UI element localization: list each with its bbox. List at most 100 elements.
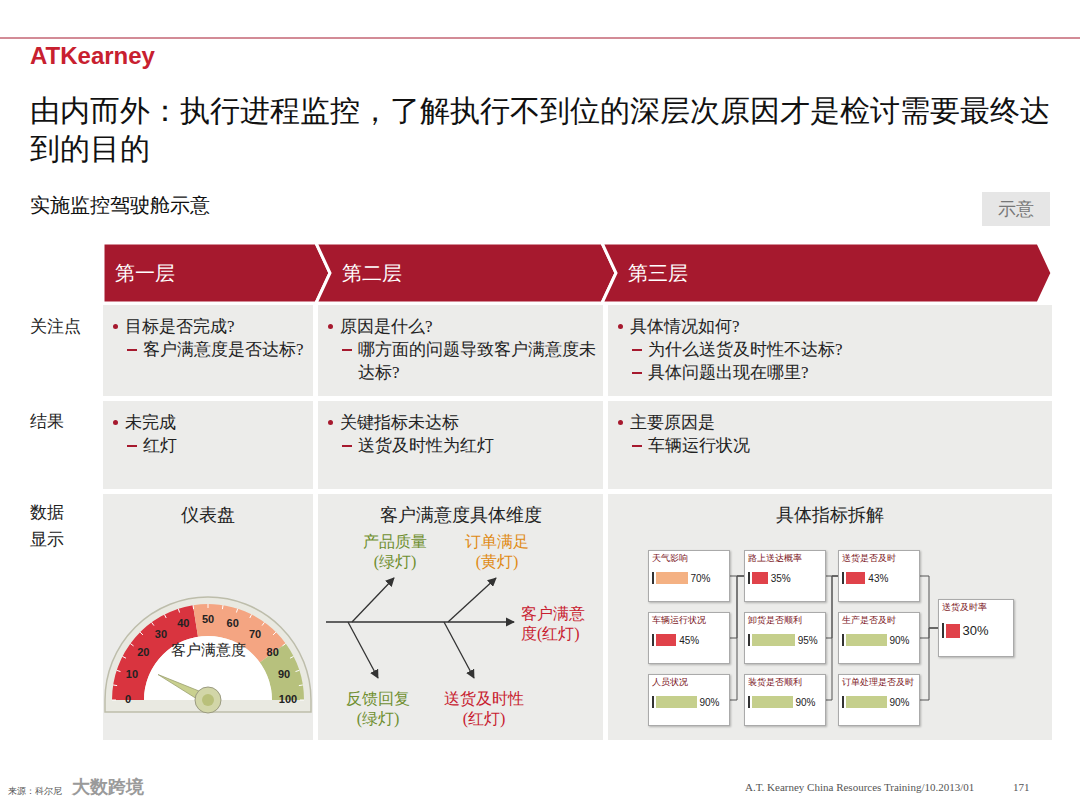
metric-bar	[656, 634, 676, 646]
gauge-tick	[130, 644, 133, 646]
cell-text: 车辆运行状况	[648, 436, 750, 455]
fishbone-cause: 反馈回复 (绿灯)	[340, 689, 416, 729]
metric-bar	[846, 634, 887, 646]
cell-text: 客户满意度是否达标?	[143, 340, 304, 359]
gauge-label: 客户满意度	[171, 641, 246, 660]
fishbone-spine	[326, 621, 514, 622]
metric-name: 路上送达概率	[748, 553, 822, 564]
metric-bar-row: 90%	[652, 696, 726, 708]
content-cell: 主要原因是车辆运行状况	[608, 401, 1052, 489]
gauge-tick	[112, 700, 116, 701]
cell-text: 主要原因是	[630, 413, 715, 432]
metric-value: 70%	[691, 573, 711, 584]
bullet-dot	[328, 324, 333, 329]
watermark: 大数跨境	[72, 776, 144, 799]
connector-line	[920, 628, 938, 700]
gauge-tick	[273, 632, 276, 635]
metric-value: 30%	[963, 623, 989, 638]
gauge-hub-center	[202, 694, 214, 706]
cell-text: 送货及时性为红灯	[358, 436, 494, 455]
gauge-scale-number: 60	[227, 617, 239, 631]
metric-bar-row: 70%	[652, 572, 726, 584]
logo: ATKearney	[30, 41, 155, 71]
chevron-fill	[103, 243, 330, 303]
layer-header-band: 第二层	[316, 243, 616, 303]
connector-line	[826, 576, 838, 700]
bullet-row: 原因是什么?	[318, 315, 597, 338]
gauge-tick	[178, 609, 179, 613]
bullet-dash	[127, 349, 137, 351]
metric-bar-row: 90%	[842, 634, 916, 646]
gauge-tick	[222, 605, 224, 609]
connector-line	[920, 576, 938, 628]
gauge-tick	[282, 644, 285, 646]
bullet-row: 为什么送货及时性不达标?	[608, 338, 1046, 361]
bullet-row: 车辆运行状况	[608, 434, 1046, 457]
bullet-dash	[632, 372, 642, 374]
metric-box: 卸货是否顺利95%	[744, 612, 826, 664]
bullet-row: 关键指标未达标	[318, 411, 597, 434]
subtitle: 实施监控驾驶舱示意	[30, 193, 210, 218]
cell-text: 目标是否完成?	[125, 317, 235, 336]
gauge-scale-number: 40	[177, 617, 189, 631]
bullet-dash	[632, 445, 642, 447]
metric-box: 人员状况90%	[648, 674, 730, 726]
cell-text: 关键指标未达标	[340, 413, 459, 432]
metric-name: 车辆运行状况	[652, 615, 726, 626]
bullet-dot	[618, 420, 623, 425]
metric-value: 43%	[868, 573, 888, 584]
fishbone-cause: 送货及时性 (红灯)	[439, 689, 529, 729]
gauge-scale-number: 20	[137, 646, 149, 660]
layer-title: 第一层	[103, 260, 175, 287]
metric-name: 天气影响	[652, 553, 726, 564]
page-number: 171	[1013, 781, 1030, 795]
fishbone-bone	[448, 578, 496, 622]
metric-box: 送货及时率30%	[938, 599, 1014, 657]
gauge-tick	[122, 656, 126, 658]
chevron-fill	[602, 243, 1052, 303]
metric-box: 装货是否顺利90%	[744, 674, 826, 726]
row-label: 结果	[30, 411, 64, 432]
gauge-tick	[250, 614, 252, 618]
metric-bar	[752, 572, 768, 584]
layer-title: 第三层	[602, 260, 688, 287]
gauge-tick	[192, 605, 194, 609]
slide-title: 由内而外：执行进程监控，了解执行不到位的深层次原因才是检讨需要最终达到的目的	[30, 92, 1050, 168]
metric-bar-row: 43%	[842, 572, 916, 584]
panel-heading: 具体指标拆解	[608, 494, 1052, 527]
cell-text: 红灯	[143, 436, 177, 455]
metric-value: 90%	[890, 635, 910, 646]
footer-text: A.T. Kearney China Resources Training/10…	[745, 781, 974, 795]
tag-text: 示意	[998, 197, 1034, 221]
layer-header-band: 第一层	[103, 243, 330, 303]
data-display-cell: 具体指标拆解天气影响70%车辆运行状况45%人员状况90%路上送达概率35%卸货…	[608, 494, 1052, 740]
fishbone-cause: 产品质量 (绿灯)	[357, 532, 433, 572]
metric-box: 送货是否及时 43%	[838, 550, 920, 602]
cell-text: 具体情况如何?	[630, 317, 740, 336]
bullet-dot	[618, 324, 623, 329]
metric-bar	[752, 696, 793, 708]
gauge-tick	[113, 684, 117, 686]
metric-name: 订单处理是否及时	[842, 677, 916, 688]
row-label: 关注点	[30, 316, 81, 337]
bullet-dash	[632, 349, 642, 351]
source-note: 来源：科尔尼	[8, 786, 62, 797]
gauge-tick	[262, 622, 264, 625]
bullet-row: 具体问题出现在哪里?	[608, 361, 1046, 384]
metric-bar	[846, 696, 887, 708]
chevron-fill	[316, 243, 616, 303]
metric-name: 送货是否及时	[842, 553, 916, 564]
gauge-scale-number: 100	[279, 693, 297, 707]
bullet-row: 送货及时性为红灯	[318, 434, 597, 457]
metric-name: 生产是否及时	[842, 615, 916, 626]
gauge-tick	[208, 604, 209, 608]
tag-box: 示意	[982, 192, 1050, 226]
cell-text: 哪方面的问题导致客户满意度未达标?	[358, 340, 596, 382]
gauge-scale-number: 80	[267, 646, 279, 660]
fishbone-cause: 订单满足 (黄灯)	[459, 532, 535, 572]
content-cell: 目标是否完成? 客户满意度是否达标?	[103, 305, 313, 396]
fishbone-effect: 客户满意度(红灯)	[521, 604, 591, 644]
metric-box: 天气影响 70%	[648, 550, 730, 602]
metric-box: 路上送达概率35%	[744, 550, 826, 602]
